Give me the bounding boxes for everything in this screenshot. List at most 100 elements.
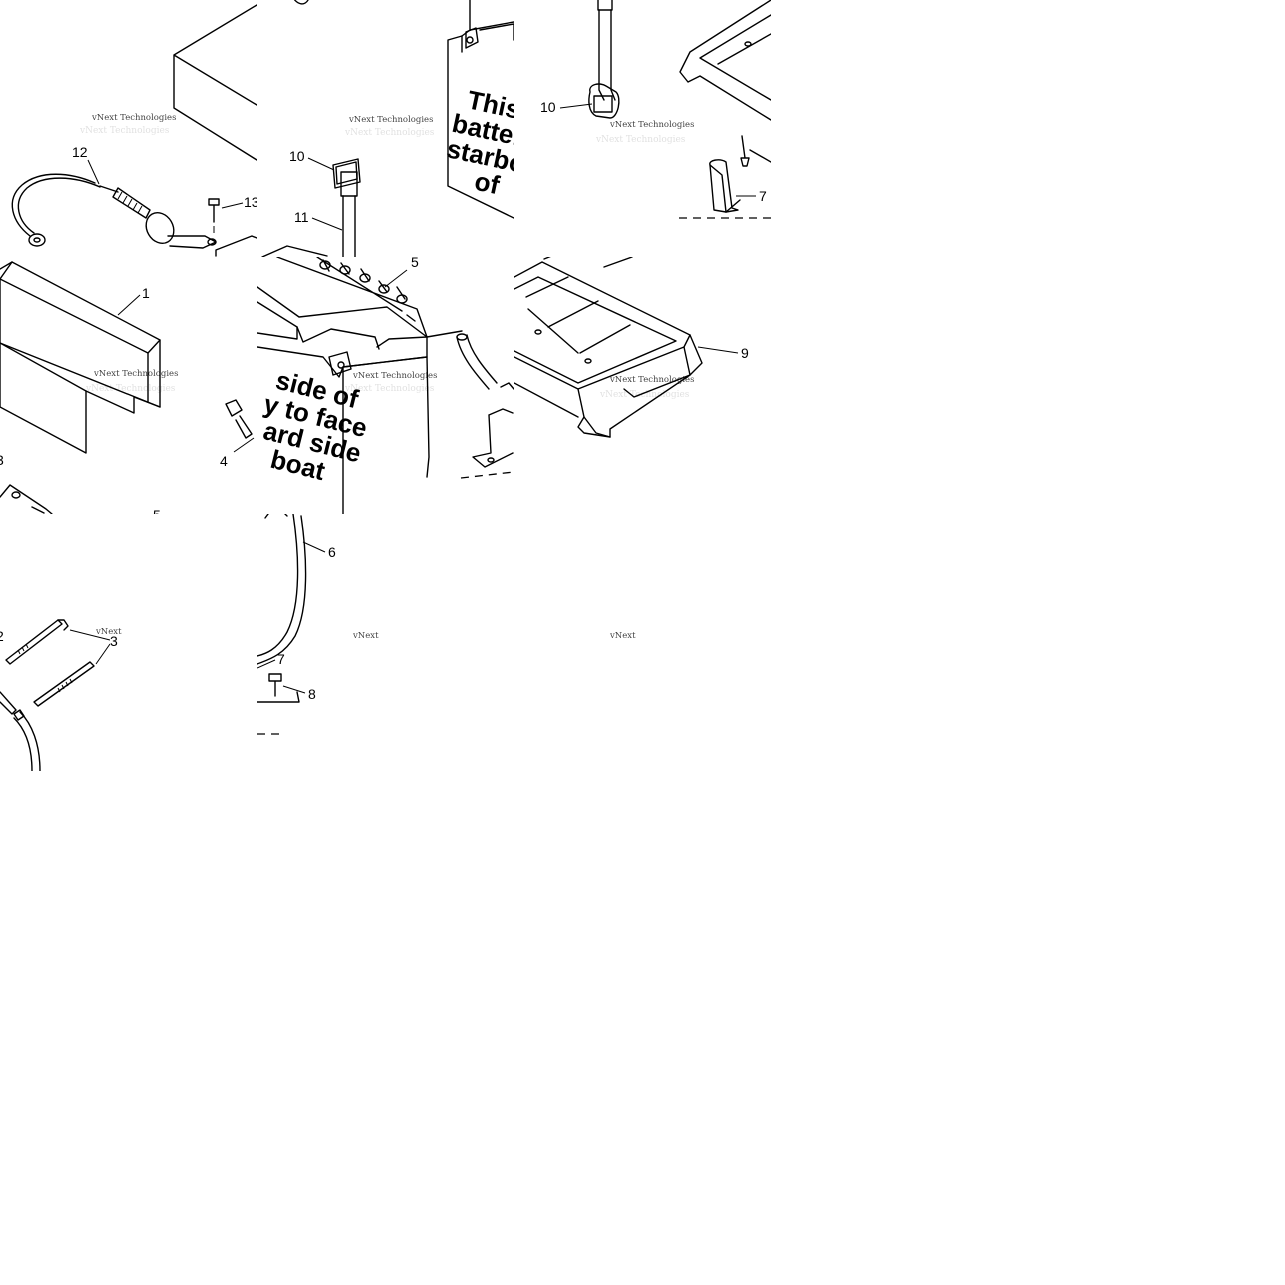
tile-vent-hose: 6 7 8 vNext [257, 514, 514, 771]
watermark: vNext Technologies [91, 113, 176, 123]
strap-buckle [588, 83, 620, 119]
battery-top-recess [257, 301, 380, 350]
strap-top-curve [293, 0, 309, 5]
battery-recess-wall [257, 326, 298, 340]
watermark: vNext Technologies [609, 375, 694, 385]
leader-3a [69, 629, 111, 641]
battery-top-rim [479, 23, 514, 41]
watermark: vNext [352, 631, 379, 641]
leader-1 [117, 294, 141, 316]
watermark: vNext Technologies [609, 120, 694, 130]
battery-vent-edge [376, 336, 428, 348]
vent-tube [456, 334, 498, 390]
tray-bottom [577, 374, 691, 438]
cap-5 [396, 294, 408, 304]
callout-3: 3 [0, 452, 4, 468]
tile-battery-cover-drawing: 1 3 5 vNext Technologies vNext Technolog… [0, 261, 178, 514]
screw-bracket [257, 691, 300, 703]
watermark-ghost: vNext Technologies [599, 390, 690, 400]
leader-10 [307, 157, 335, 171]
tray-inner-rim [514, 276, 677, 384]
leader-4 [233, 437, 255, 453]
tray-bolt [11, 491, 21, 499]
tile-battery: side of y to face ard side boat 5 8 vNex… [257, 257, 514, 514]
tile-bolts: 2 3 vNext [0, 514, 257, 771]
battery-terminal [461, 27, 479, 53]
tile-tray-top: 10 7 vNext Technologies vNext Technologi… [514, 0, 771, 257]
leader-13 [221, 202, 244, 209]
callout-10: 10 [540, 99, 556, 115]
terminal-bolt-shank [235, 415, 253, 439]
long-bolt-2-thread [57, 678, 73, 693]
vent-hose [257, 514, 307, 665]
tile-empty-drawing: vNext [609, 631, 636, 641]
leader-9 [697, 346, 739, 354]
tray-top-rim [514, 261, 691, 390]
tile-battery-cover: 1 3 5 vNext Technologies vNext Technolog… [0, 257, 257, 514]
long-bolt-1 [5, 619, 63, 665]
tile-tray-drawing: 9 vNext Technologies vNext Technologies [514, 257, 749, 438]
callout-5: 5 [153, 507, 161, 514]
ring-terminal-hole [207, 238, 217, 246]
bracket [472, 408, 514, 468]
battery-terminal-hole [337, 361, 345, 369]
tile-tray-top-drawing: 10 7 vNext Technologies vNext Technologi… [540, 0, 771, 219]
battery-label-top: This batter starbo of [444, 84, 514, 201]
tray-inner-rim [699, 14, 771, 101]
callout-7: 7 [759, 188, 767, 204]
screw [740, 135, 750, 167]
callout-1: 1 [142, 285, 150, 301]
tray-foot [577, 416, 611, 438]
callout-3: 3 [110, 633, 118, 649]
cap-4 [378, 284, 390, 294]
bracket-hole [487, 457, 495, 463]
cable-sleeve [99, 185, 119, 193]
tray-base [514, 382, 579, 418]
leader-7 [257, 659, 276, 669]
callout-5: 5 [411, 257, 419, 270]
watermark: vNext [609, 631, 636, 641]
long-bolt-2 [33, 661, 95, 707]
battery-top-edge [261, 245, 328, 257]
watermark-ghost: vNext Technologies [85, 384, 176, 394]
tile-terminal-bolt: 4 [200, 380, 260, 480]
tray-corner [0, 484, 53, 514]
dashed-line [460, 471, 514, 479]
watermark-ghost: vNext Technologies [79, 126, 170, 136]
cap-3 [359, 273, 371, 283]
hold-bracket [709, 159, 739, 213]
tray-top-fragments [543, 257, 633, 268]
callout-4: 4 [220, 453, 228, 469]
bolt [208, 198, 220, 223]
battery-label-mid: side of y to face ard side boat [260, 365, 370, 487]
battery-body [342, 356, 430, 514]
watermark: vNext Technologies [352, 371, 437, 381]
tile-strap-drawing: 10 11 vNext Technologies vNext Technolog… [261, 0, 435, 257]
vent-tube-tip [500, 382, 514, 390]
battery-cable [11, 173, 96, 237]
watermark-ghost: vNext Technologies [344, 128, 435, 138]
tile-empty: vNext [514, 514, 771, 771]
callout-9: 9 [741, 345, 749, 361]
leader-5 [384, 269, 408, 288]
tile-battery-label-drawing: This batter starbo of [444, 0, 514, 219]
tile-battery-drawing: side of y to face ard side boat 5 8 vNex… [257, 257, 514, 514]
tile-battery-label: This batter starbo of [440, 0, 514, 257]
cable-spring [112, 187, 151, 219]
leader-10 [559, 103, 593, 109]
battery-cover [0, 261, 161, 454]
cover-top-outline [173, 4, 257, 161]
battery-terminal-hole [466, 36, 474, 44]
cap-2 [339, 265, 351, 275]
callout-2: 2 [0, 628, 4, 644]
ring-terminal [167, 235, 217, 249]
tile-tray: 9 vNext Technologies vNext Technologies [514, 257, 771, 514]
vent-tube-connector [426, 330, 463, 338]
callout-11: 11 [294, 209, 309, 225]
long-bolt-1-thread [17, 643, 29, 655]
strap-buckle [332, 158, 361, 189]
long-bolt-1-head [57, 619, 69, 631]
battery-cable-inner [17, 177, 101, 234]
battery-label-top-line-4: of [472, 166, 503, 201]
